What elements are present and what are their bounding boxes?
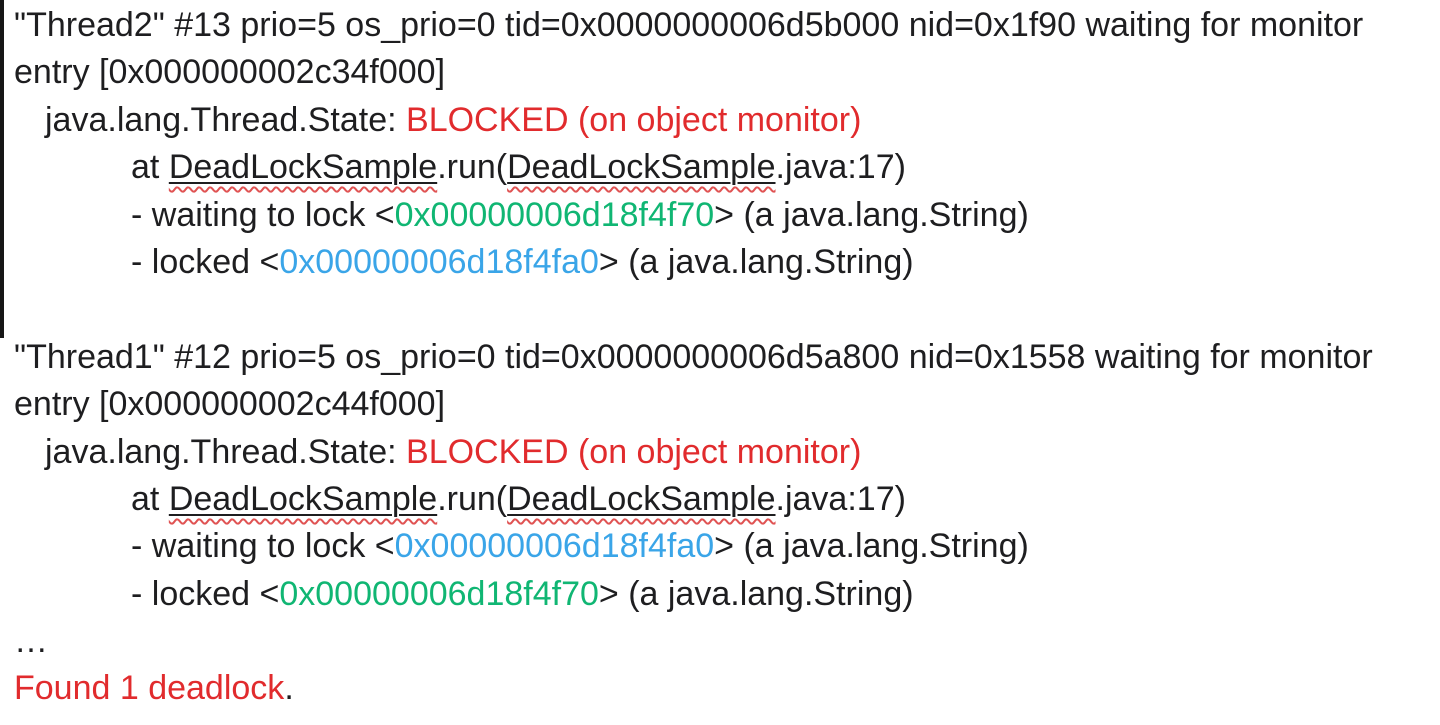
thread1-waiting-label: - waiting to lock <	[131, 527, 395, 566]
thread1-state-label: java.lang.Thread.State:	[45, 432, 407, 471]
thread2-state-label: java.lang.Thread.State:	[45, 100, 407, 139]
thread1-waiting-rest: > (a java.lang.String)	[714, 527, 1029, 566]
thread1-locked-label: - locked <	[131, 574, 280, 613]
thread1-header-text1: "Thread1" #12 prio=5 os_prio=0 tid=0x000…	[14, 337, 1373, 376]
thread2-waiting-rest: > (a java.lang.String)	[714, 195, 1029, 234]
thread2-waiting-label: - waiting to lock <	[131, 195, 395, 234]
thread2-locked-rest: > (a java.lang.String)	[598, 242, 914, 281]
ellipsis-text: …	[14, 622, 48, 661]
thread2-header-text2: entry [0x000000002c34f000]	[14, 53, 446, 92]
thread1-waiting-address: 0x00000006d18f4fa0	[394, 527, 715, 566]
thread2-header-text1: "Thread2" #13 prio=5 os_prio=0 tid=0x000…	[14, 6, 1364, 44]
thread2-frame-method: .run(	[437, 148, 508, 187]
thread2-state-line: java.lang.Thread.State: BLOCKED (on obje…	[14, 97, 1434, 144]
thread1-classname-link: DeadLockSample	[169, 480, 437, 518]
thread1-filename-link: DeadLockSample	[507, 480, 775, 518]
thread1-locked-line: - locked <0x00000006d18f4f70> (a java.la…	[14, 571, 1434, 618]
thread2-frame-lineno: .java:17)	[775, 148, 906, 187]
thread2-classname-link: DeadLockSample	[169, 148, 437, 186]
thread1-locked-address: 0x00000006d18f4f70	[279, 574, 599, 613]
thread2-locked-address: 0x00000006d18f4fa0	[279, 242, 599, 281]
thread2-frame-line: at DeadLockSample.run(DeadLockSample.jav…	[14, 144, 1434, 191]
thread1-frame-line: at DeadLockSample.run(DeadLockSample.jav…	[14, 476, 1434, 523]
thread2-classname-text: DeadLockSample	[168, 148, 438, 187]
deadlock-summary-line: Found 1 deadlock.	[14, 665, 1434, 712]
thread1-filename-text: DeadLockSample	[507, 479, 776, 518]
thread1-locked-rest: > (a java.lang.String)	[598, 574, 914, 613]
thread1-state-line: java.lang.Thread.State: BLOCKED (on obje…	[14, 429, 1434, 476]
thread1-waiting-line: - waiting to lock <0x00000006d18f4fa0> (…	[14, 523, 1434, 570]
thread2-locked-line: - locked <0x00000006d18f4fa0> (a java.la…	[14, 239, 1434, 286]
thread1-classname-text: DeadLockSample	[168, 479, 438, 518]
deadlock-summary-text: Found 1 deadlock	[14, 669, 285, 708]
thread2-waiting-address: 0x00000006d18f4f70	[394, 195, 715, 234]
thread1-frame-at: at	[131, 479, 169, 518]
thread2-frame-at: at	[131, 148, 169, 187]
thread2-header-line2: entry [0x000000002c34f000]	[14, 49, 1434, 96]
thread2-state-value: BLOCKED (on object monitor)	[406, 100, 862, 139]
thread1-header-text2: entry [0x000000002c44f000]	[14, 385, 446, 424]
screen-edge-artifact	[0, 0, 4, 338]
thread1-header-line2: entry [0x000000002c44f000]	[14, 381, 1434, 428]
thread2-header-line1: "Thread2" #13 prio=5 os_prio=0 tid=0x000…	[14, 2, 1434, 49]
thread2-waiting-line: - waiting to lock <0x00000006d18f4f70> (…	[14, 192, 1434, 239]
thread1-frame-lineno: .java:17)	[775, 479, 906, 518]
thread1-state-value: BLOCKED (on object monitor)	[406, 432, 862, 471]
thread2-locked-label: - locked <	[131, 242, 280, 281]
ellipsis-line: …	[14, 618, 1434, 665]
deadlock-summary-period: .	[284, 669, 294, 708]
thread1-frame-method: .run(	[437, 479, 508, 518]
blank-line	[14, 286, 1434, 333]
thread2-filename-text: DeadLockSample	[507, 148, 776, 187]
thread2-filename-link: DeadLockSample	[507, 148, 775, 186]
thread1-header-line1: "Thread1" #12 prio=5 os_prio=0 tid=0x000…	[14, 334, 1434, 381]
